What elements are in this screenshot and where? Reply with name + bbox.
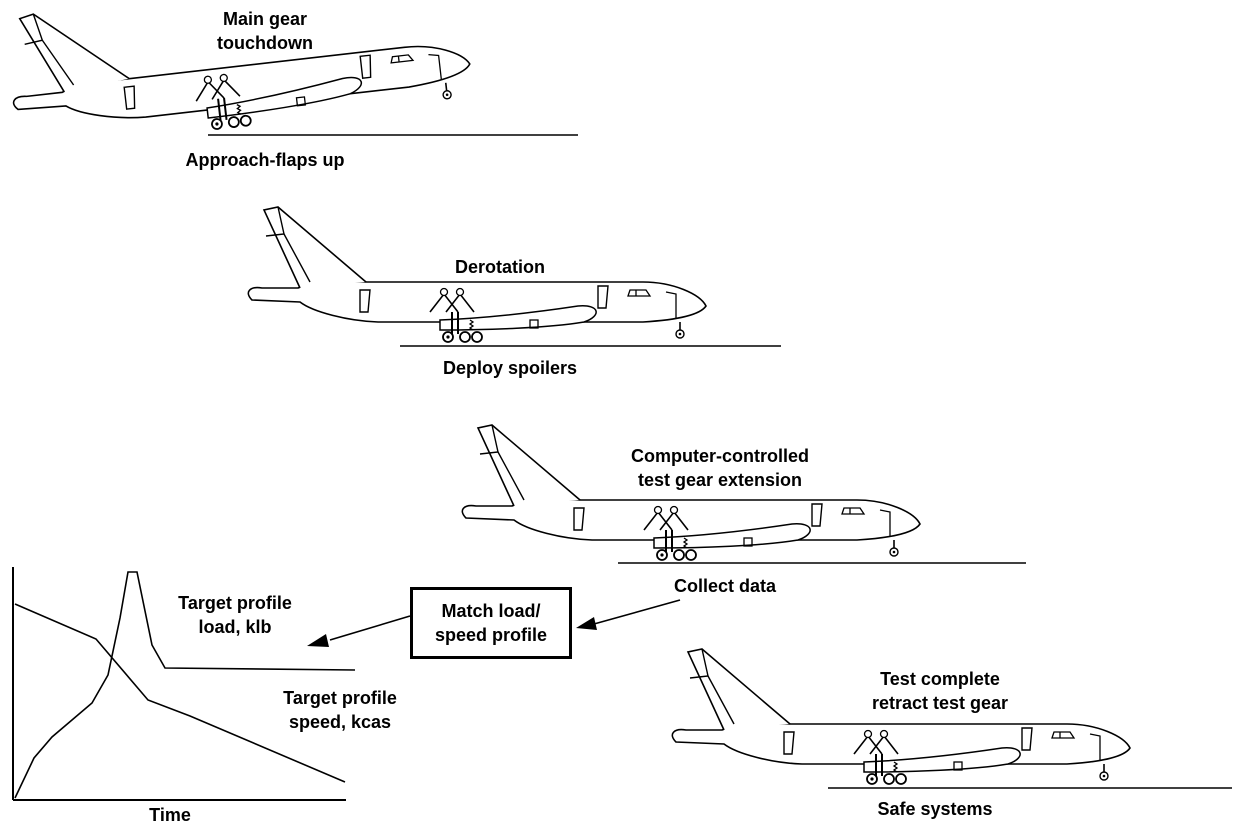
- extension-label-line2: test gear extension: [637, 470, 803, 490]
- speed-profile-label-line2: speed, kcas: [288, 712, 392, 732]
- arrow-collect-to-box: [593, 599, 681, 625]
- complete-label-line2: retract test gear: [871, 693, 1009, 713]
- arrowhead-box-to-load: [307, 634, 329, 647]
- load-profile-label-line1: Target profile: [178, 593, 292, 613]
- touchdown-label-line1: Main gear: [222, 9, 308, 29]
- match-profile-box: Match load/ speed profile: [410, 587, 572, 659]
- deploy-spoilers-label: Deploy spoilers: [442, 358, 578, 378]
- derotation-label: Derotation: [455, 257, 545, 277]
- complete-label-line1: Test complete: [880, 669, 1000, 689]
- collect-data-label: Collect data: [673, 576, 777, 596]
- arrowhead-collect-to-box: [576, 617, 597, 630]
- match-profile-line1: Match load/: [441, 601, 541, 621]
- speed-profile-curve: [14, 603, 346, 783]
- arrow-box-to-load: [329, 615, 411, 641]
- load-profile-curve: [14, 571, 356, 799]
- speed-profile-label-line1: Target profile: [283, 688, 397, 708]
- approach-flaps-label: Approach-flaps up: [185, 150, 345, 170]
- time-axis-label: Time: [149, 805, 191, 825]
- extension-label-line1: Computer-controlled: [631, 446, 809, 466]
- safe-systems-label: Safe systems: [877, 799, 993, 819]
- match-profile-line2: speed profile: [434, 625, 548, 645]
- load-profile-label-line2: load, klb: [198, 617, 272, 637]
- touchdown-label-line2: touchdown: [217, 33, 313, 53]
